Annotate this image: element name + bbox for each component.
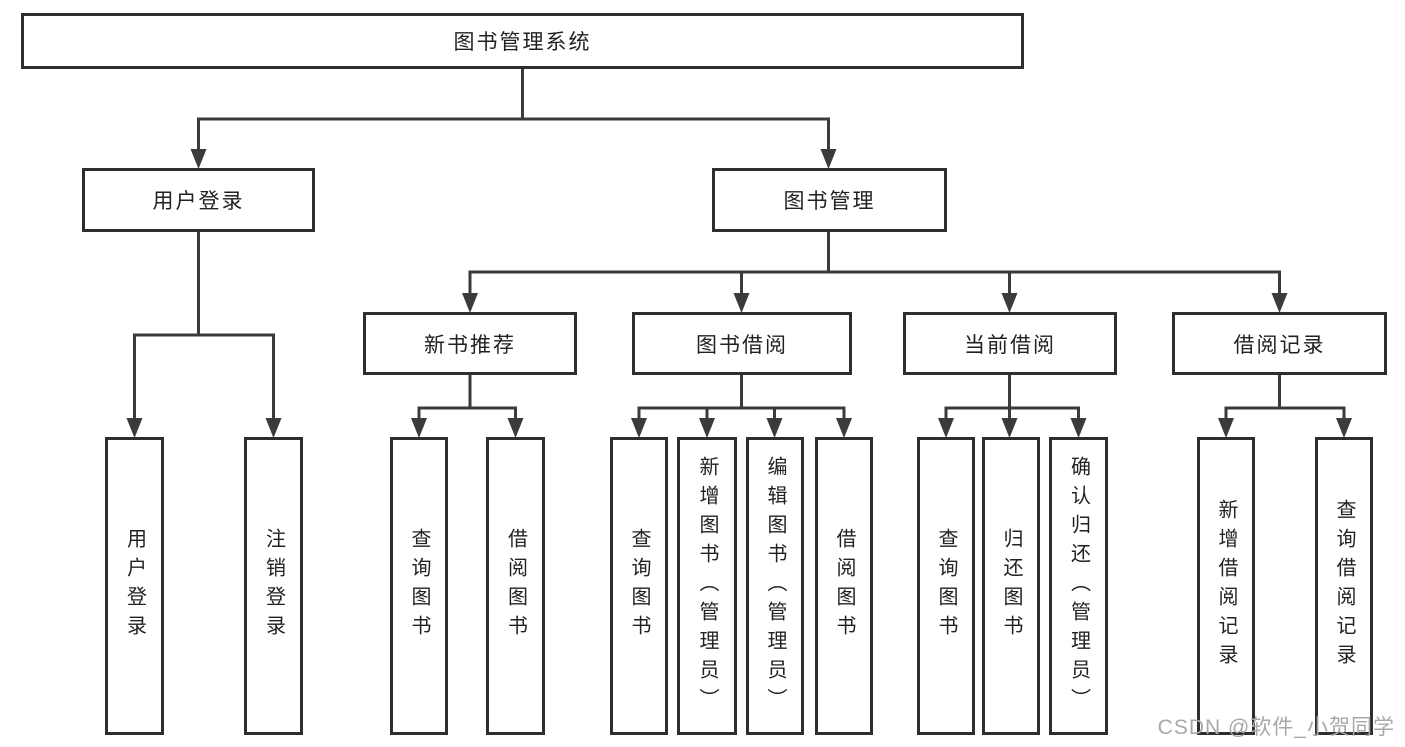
connector-current-borrow-children [944, 375, 1080, 420]
node-root: 图书管理系统 [21, 13, 1024, 69]
node-user-login: 用户登录 [82, 168, 315, 232]
arrow-down-icon [507, 418, 524, 438]
arrow-down-icon [1001, 418, 1018, 438]
leaf-query-books-3: 查询图书 [917, 437, 975, 735]
arrow-down-icon [1271, 293, 1288, 313]
arrow-down-icon [766, 418, 783, 438]
leaf-query-books-2: 查询图书 [610, 437, 668, 735]
leaf-edit-books-admin: 编辑图书（管理员） [746, 437, 804, 735]
leaf-borrow-books-1: 借阅图书 [486, 437, 545, 735]
arrow-down-icon [190, 149, 207, 169]
leaf-user-login: 用户登录 [105, 437, 164, 735]
arrow-down-icon [836, 418, 852, 438]
arrow-down-icon [820, 149, 837, 169]
connector-borrow-records-children [1224, 375, 1346, 420]
leaf-query-books-1: 查询图书 [390, 437, 448, 735]
arrow-down-icon [126, 418, 143, 438]
leaf-add-books-admin: 新增图书（管理员） [677, 437, 737, 735]
node-borrow-records: 借阅记录 [1172, 312, 1387, 375]
connector-user-login-children [133, 232, 275, 419]
arrow-down-icon [699, 418, 715, 438]
arrow-down-icon [1001, 293, 1018, 313]
connector-root-to-level2 [197, 69, 830, 150]
arrow-down-icon [462, 293, 478, 313]
connector-book-management-children [468, 232, 1281, 294]
connector-new-book-children [417, 375, 517, 420]
leaf-add-borrow-record: 新增借阅记录 [1197, 437, 1255, 735]
node-book-borrow: 图书借阅 [632, 312, 852, 375]
csdn-watermark: CSDN @软件_小贺同学 [1157, 716, 1395, 739]
arrow-down-icon [1070, 418, 1087, 438]
node-book-management: 图书管理 [712, 168, 947, 232]
leaf-confirm-return-admin: 确认归还（管理员） [1049, 437, 1108, 735]
arrow-down-icon [265, 418, 282, 438]
leaf-query-borrow-record: 查询借阅记录 [1315, 437, 1373, 735]
connector-book-borrow-children [637, 375, 846, 420]
leaf-logout: 注销登录 [244, 437, 303, 735]
arrow-down-icon [1336, 418, 1352, 438]
arrow-down-icon [631, 418, 647, 438]
arrow-down-icon [733, 293, 750, 313]
leaf-borrow-books-2: 借阅图书 [815, 437, 873, 735]
arrow-down-icon [938, 418, 954, 438]
arrow-down-icon [411, 418, 427, 438]
arrow-down-icon [1218, 418, 1234, 438]
leaf-return-books: 归还图书 [982, 437, 1040, 735]
node-new-book-recommend: 新书推荐 [363, 312, 577, 375]
node-current-borrow: 当前借阅 [903, 312, 1117, 375]
